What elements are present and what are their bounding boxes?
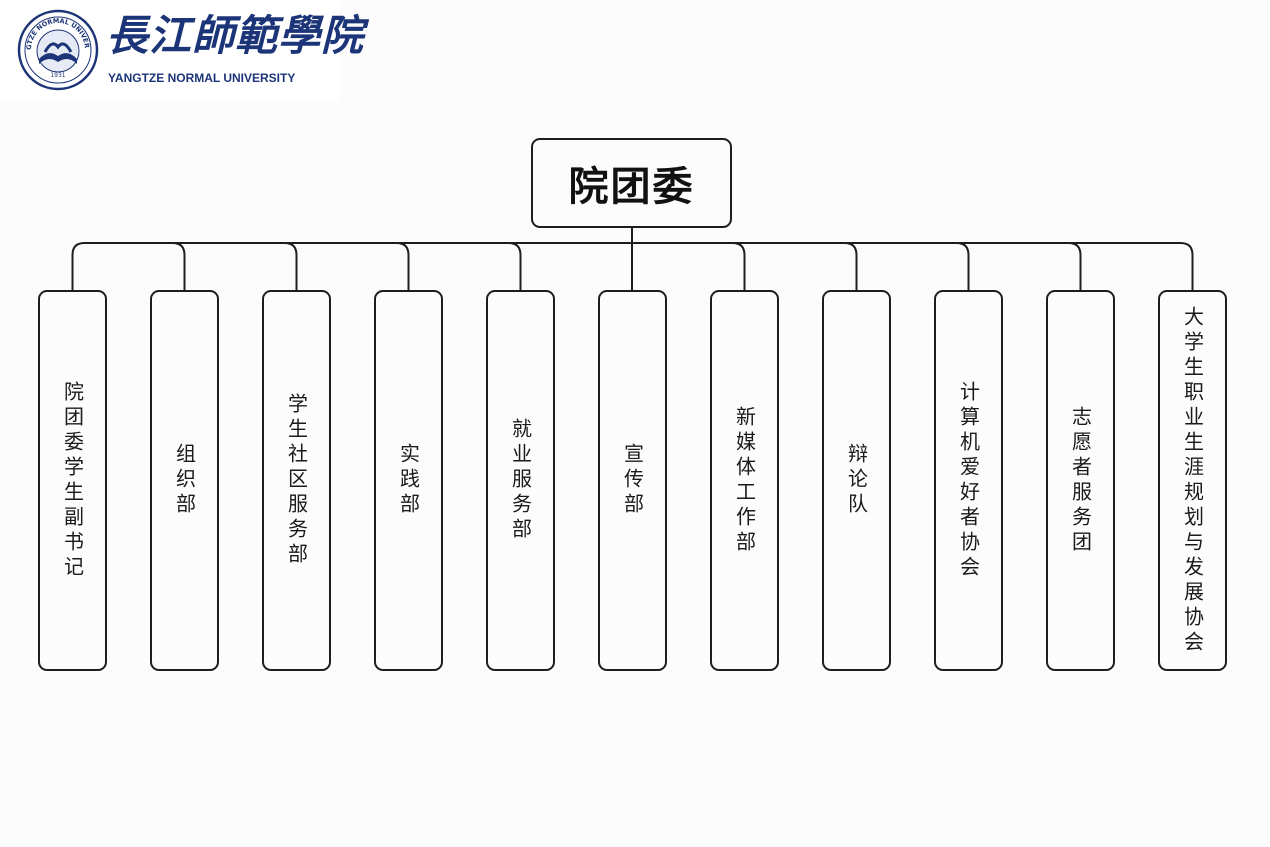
header: YANGTZE NORMAL UNIVERSITY 1931 長江師範學院 YA… bbox=[0, 0, 365, 100]
child-drop-line bbox=[1068, 242, 1082, 290]
org-child-label: 志愿者服务团 bbox=[1068, 405, 1093, 556]
child-drop-line bbox=[732, 242, 746, 290]
org-child-node: 志愿者服务团 bbox=[1046, 290, 1115, 671]
org-child-node: 实践部 bbox=[374, 290, 443, 671]
org-child-node: 新媒体工作部 bbox=[710, 290, 779, 671]
svg-text:1931: 1931 bbox=[50, 72, 65, 79]
org-child-node: 宣传部 bbox=[598, 290, 667, 671]
child-drop-line bbox=[172, 242, 186, 290]
child-drop-line bbox=[284, 242, 298, 290]
org-child-node: 院团委学生副书记 bbox=[38, 290, 107, 671]
org-root-node: 院团委 bbox=[531, 138, 732, 228]
org-child-label: 就业服务部 bbox=[508, 418, 533, 543]
university-name-chinese: 長江師範學院 bbox=[106, 11, 365, 60]
org-child-node: 学生社区服务部 bbox=[262, 290, 331, 671]
org-child-label: 大学生职业生涯规划与发展协会 bbox=[1180, 305, 1205, 656]
org-child-node: 就业服务部 bbox=[486, 290, 555, 671]
org-child-node: 组织部 bbox=[150, 290, 219, 671]
org-child-label: 计算机爱好者协会 bbox=[956, 380, 981, 581]
org-child-node: 计算机爱好者协会 bbox=[934, 290, 1003, 671]
org-child-label: 辩论队 bbox=[844, 443, 869, 518]
org-child-node: 大学生职业生涯规划与发展协会 bbox=[1158, 290, 1227, 671]
child-drop-line bbox=[396, 242, 410, 290]
child-drop-line bbox=[956, 242, 970, 290]
org-child-label: 宣传部 bbox=[620, 443, 645, 518]
bus-line bbox=[71, 242, 1194, 290]
university-seal-logo: YANGTZE NORMAL UNIVERSITY 1931 bbox=[17, 9, 99, 91]
org-child-label: 组织部 bbox=[172, 443, 197, 518]
child-drop-line bbox=[844, 242, 858, 290]
org-child-label: 院团委学生副书记 bbox=[60, 380, 85, 581]
university-name-english: YANGTZE NORMAL UNIVERSITY bbox=[108, 71, 296, 85]
org-root-label: 院团委 bbox=[568, 164, 695, 210]
org-child-node: 辩论队 bbox=[822, 290, 891, 671]
org-child-label: 新媒体工作部 bbox=[732, 405, 757, 556]
org-child-label: 实践部 bbox=[396, 443, 421, 518]
child-drop-line bbox=[508, 242, 522, 290]
org-child-label: 学生社区服务部 bbox=[284, 393, 309, 568]
